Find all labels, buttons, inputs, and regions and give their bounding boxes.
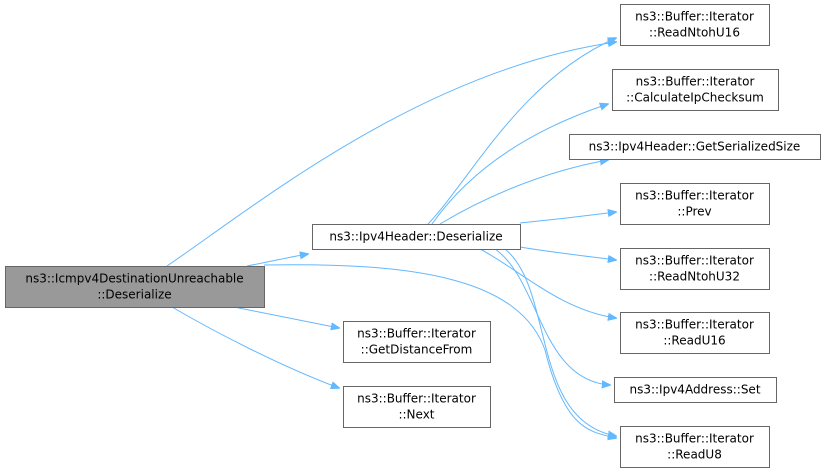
node-label-line: ns3::Icmpv4DestinationUnreachable bbox=[25, 272, 243, 286]
nodes-layer: ns3::Icmpv4DestinationUnreachable::Deser… bbox=[5, 4, 821, 468]
edge-ipv4deser-to-readu8 bbox=[504, 248, 616, 436]
node-label-line: ::ReadNtohU16 bbox=[649, 26, 740, 40]
edges-layer bbox=[166, 38, 616, 438]
node-label-line: ns3::Buffer::Iterator bbox=[635, 432, 754, 446]
node-label-line: ns3::Ipv4Header::Deserialize bbox=[329, 230, 502, 244]
edge-ipv4deser-to-addrset bbox=[494, 248, 610, 385]
edge-root-to-readntohu16 bbox=[166, 42, 616, 267]
edge-ipv4deser-to-readntohu32 bbox=[519, 246, 616, 260]
node-box bbox=[620, 4, 770, 46]
node-box bbox=[620, 183, 770, 225]
node-box bbox=[343, 321, 491, 363]
node-label-line: ::GetDistanceFrom bbox=[361, 343, 473, 357]
edge-root-to-next bbox=[171, 306, 339, 388]
node-next[interactable]: ns3::Buffer::Iterator::Next bbox=[343, 386, 491, 428]
node-label-line: ns3::Buffer::Iterator bbox=[635, 189, 754, 203]
node-getdist[interactable]: ns3::Buffer::Iterator::GetDistanceFrom bbox=[343, 321, 491, 363]
node-label-line: ns3::Buffer::Iterator bbox=[636, 75, 755, 89]
node-label-line: ns3::Buffer::Iterator bbox=[357, 327, 476, 341]
edge-root-to-ipv4deser bbox=[246, 254, 308, 267]
node-getsersize[interactable]: ns3::Ipv4Header::GetSerializedSize bbox=[569, 134, 821, 160]
node-root[interactable]: ns3::Icmpv4DestinationUnreachable::Deser… bbox=[5, 266, 265, 308]
edge-ipv4deser-to-readu16 bbox=[479, 248, 616, 318]
node-label-line: ns3::Ipv4Address::Set bbox=[629, 383, 760, 397]
node-label-line: ns3::Buffer::Iterator bbox=[635, 10, 754, 24]
node-label-line: ns3::Buffer::Iterator bbox=[635, 318, 754, 332]
node-box bbox=[5, 266, 265, 308]
edge-root-to-getdist bbox=[233, 306, 339, 328]
node-box bbox=[614, 377, 777, 403]
edge-ipv4deser-to-readntohu16 bbox=[427, 38, 616, 225]
node-label-line: ::CalculateIpChecksum bbox=[626, 91, 764, 105]
node-label-line: ::ReadNtohU32 bbox=[649, 270, 740, 284]
node-label-line: ns3::Buffer::Iterator bbox=[357, 392, 476, 406]
edge-ipv4deser-to-prev bbox=[519, 212, 616, 224]
node-label-line: ns3::Ipv4Header::GetSerializedSize bbox=[589, 140, 801, 154]
node-readu16[interactable]: ns3::Buffer::Iterator::ReadU16 bbox=[620, 312, 770, 354]
node-box bbox=[612, 69, 779, 111]
node-box bbox=[620, 426, 770, 468]
node-ipv4deser[interactable]: ns3::Ipv4Header::Deserialize bbox=[312, 224, 521, 250]
node-prev[interactable]: ns3::Buffer::Iterator::Prev bbox=[620, 183, 770, 225]
node-readntohu16[interactable]: ns3::Buffer::Iterator::ReadNtohU16 bbox=[620, 4, 770, 46]
node-box bbox=[312, 224, 521, 250]
edge-ipv4deser-to-getsersize bbox=[439, 160, 608, 225]
node-readu8[interactable]: ns3::Buffer::Iterator::ReadU8 bbox=[620, 426, 770, 468]
node-readntohu32[interactable]: ns3::Buffer::Iterator::ReadNtohU32 bbox=[620, 248, 770, 290]
node-label-line: ::Deserialize bbox=[97, 288, 171, 302]
node-label-line: ns3::Buffer::Iterator bbox=[635, 254, 754, 268]
node-label-line: ::Prev bbox=[677, 205, 711, 219]
node-box bbox=[569, 134, 821, 160]
node-box bbox=[343, 386, 491, 428]
node-label-line: ::ReadU16 bbox=[663, 334, 725, 348]
edge-root-to-readu8 bbox=[263, 264, 616, 438]
node-box bbox=[620, 248, 770, 290]
edge-ipv4deser-to-calcchk bbox=[431, 104, 608, 225]
node-label-line: ::ReadU8 bbox=[667, 448, 722, 462]
node-addrset[interactable]: ns3::Ipv4Address::Set bbox=[614, 377, 777, 403]
node-box bbox=[620, 312, 770, 354]
node-calcchk[interactable]: ns3::Buffer::Iterator::CalculateIpChecks… bbox=[612, 69, 779, 111]
node-label-line: ::Next bbox=[398, 408, 434, 422]
